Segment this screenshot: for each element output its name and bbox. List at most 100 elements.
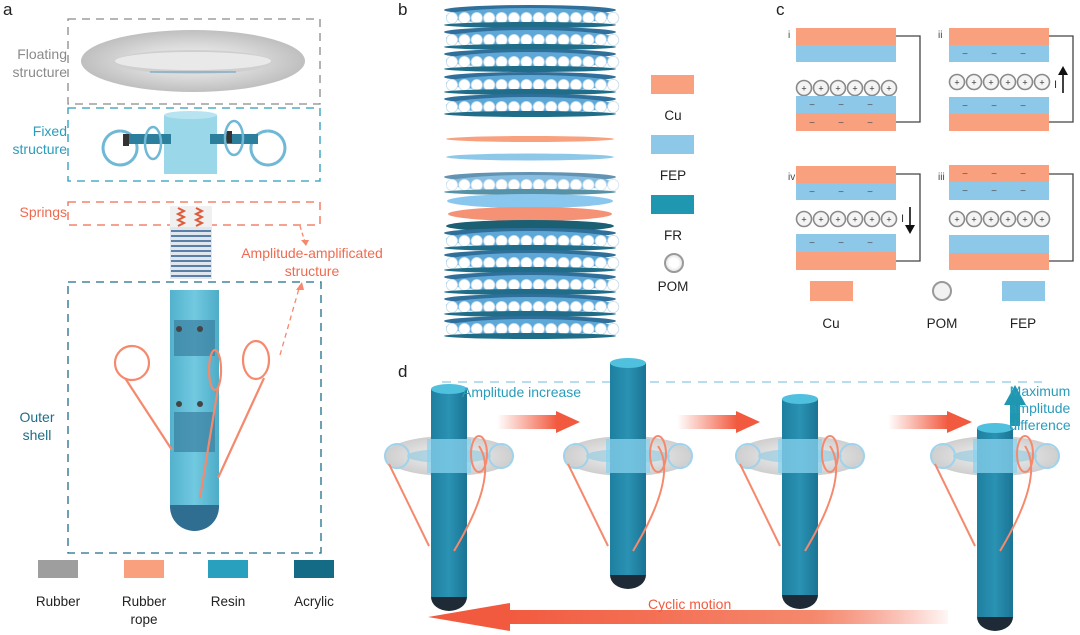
pom-particle	[965, 210, 983, 228]
pom-ball	[582, 234, 595, 247]
pom-ball	[532, 256, 545, 269]
pom-ball	[582, 278, 595, 291]
fr-disc	[444, 267, 616, 273]
pom-ball	[470, 56, 483, 69]
springs-box	[67, 201, 321, 226]
plus-sign: +	[988, 78, 993, 88]
pom-ball	[557, 79, 570, 92]
pom-ball	[545, 56, 558, 69]
circuit-wire	[1049, 35, 1074, 123]
fr-disc	[444, 66, 616, 72]
legend-swatch-fr	[651, 195, 694, 214]
pom-ball	[508, 101, 521, 114]
pom-ball	[445, 278, 458, 291]
pom-ball	[495, 79, 508, 92]
fr-disc	[444, 245, 616, 251]
tube-bottom	[431, 597, 467, 611]
pom-ball	[569, 11, 582, 24]
circuit-wire	[896, 173, 921, 262]
plus-sign: +	[1039, 78, 1044, 88]
pom-ball	[470, 256, 483, 269]
pom-particle	[846, 79, 864, 97]
legend-label-line1: Rubber	[35, 594, 81, 609]
pom-ball	[557, 300, 570, 313]
pom-ball	[569, 256, 582, 269]
pom-ball	[470, 11, 483, 24]
pom-ball	[594, 79, 607, 92]
pom-ball	[445, 101, 458, 114]
pom-ball	[569, 178, 582, 191]
pom-ball-layer	[444, 316, 620, 339]
pom-ball	[520, 56, 533, 69]
rubber-rope	[388, 463, 430, 547]
pom-ball	[594, 256, 607, 269]
minus-sign: −	[809, 100, 815, 111]
pom-ball	[495, 234, 508, 247]
clamp-ring	[563, 443, 589, 469]
fep-layer	[796, 45, 896, 62]
pom-ball	[582, 34, 595, 47]
pom-ball	[495, 34, 508, 47]
pom-ball	[532, 101, 545, 114]
tube-top	[782, 394, 818, 404]
pom-ball	[532, 79, 545, 92]
minus-sign: −	[1020, 101, 1026, 112]
pom-ball	[495, 101, 508, 114]
pom-ball	[470, 234, 483, 247]
clamp-ring	[1034, 443, 1060, 469]
current-label: I	[1054, 79, 1057, 91]
pom-ball	[508, 234, 521, 247]
fep-layer	[949, 97, 1049, 114]
pom-ball	[545, 234, 558, 247]
rope-loop	[821, 435, 839, 473]
outer-label-line2: shell	[22, 427, 52, 443]
plus-sign: +	[954, 78, 959, 88]
floating-structure-box	[67, 18, 321, 105]
pom-ball	[445, 11, 458, 24]
fr-disc	[444, 89, 616, 95]
fr-disc	[444, 333, 616, 339]
fep-layer	[796, 96, 896, 113]
pom-particle	[846, 210, 864, 228]
pom-ball	[458, 300, 471, 313]
plus-sign: +	[1039, 215, 1044, 225]
plus-sign: +	[971, 78, 976, 88]
pom-ball	[445, 56, 458, 69]
pom-ball	[458, 11, 471, 24]
pom-ball	[483, 256, 496, 269]
pom-ball	[470, 278, 483, 291]
clamp-ring	[735, 443, 761, 469]
plus-sign: +	[801, 84, 806, 94]
pom-ball	[470, 300, 483, 313]
fep-layer	[949, 235, 1049, 253]
plus-sign: +	[835, 215, 840, 225]
legend-label-line2: rope	[130, 612, 158, 627]
pom-ball-layer	[444, 172, 620, 195]
circuit-wire	[896, 35, 921, 123]
pom-particle	[965, 73, 983, 91]
pom-ball-layer	[444, 294, 620, 317]
pom-particle	[829, 79, 847, 97]
pom-ball	[483, 56, 496, 69]
pom-ball	[545, 256, 558, 269]
pom-ball	[520, 79, 533, 92]
pom-particle	[795, 210, 813, 228]
rubber-rope	[113, 339, 271, 499]
fr-disc	[444, 111, 616, 117]
fixed-collar	[778, 439, 822, 473]
panel-d-letter: d	[398, 362, 408, 381]
pom-particle	[1033, 73, 1051, 91]
plus-sign: +	[886, 215, 891, 225]
cu-electrode	[949, 114, 1049, 131]
current-arrow-up-head	[1058, 66, 1068, 75]
plus-sign: +	[886, 84, 891, 94]
pom-particle	[982, 73, 1000, 91]
pom-ball	[594, 300, 607, 313]
pom-ball	[532, 300, 545, 313]
pom-ball	[458, 322, 471, 335]
pom-ball	[545, 79, 558, 92]
pom-ball	[607, 300, 620, 313]
pom-ball	[569, 56, 582, 69]
legend-label: FEP	[1010, 316, 1036, 331]
